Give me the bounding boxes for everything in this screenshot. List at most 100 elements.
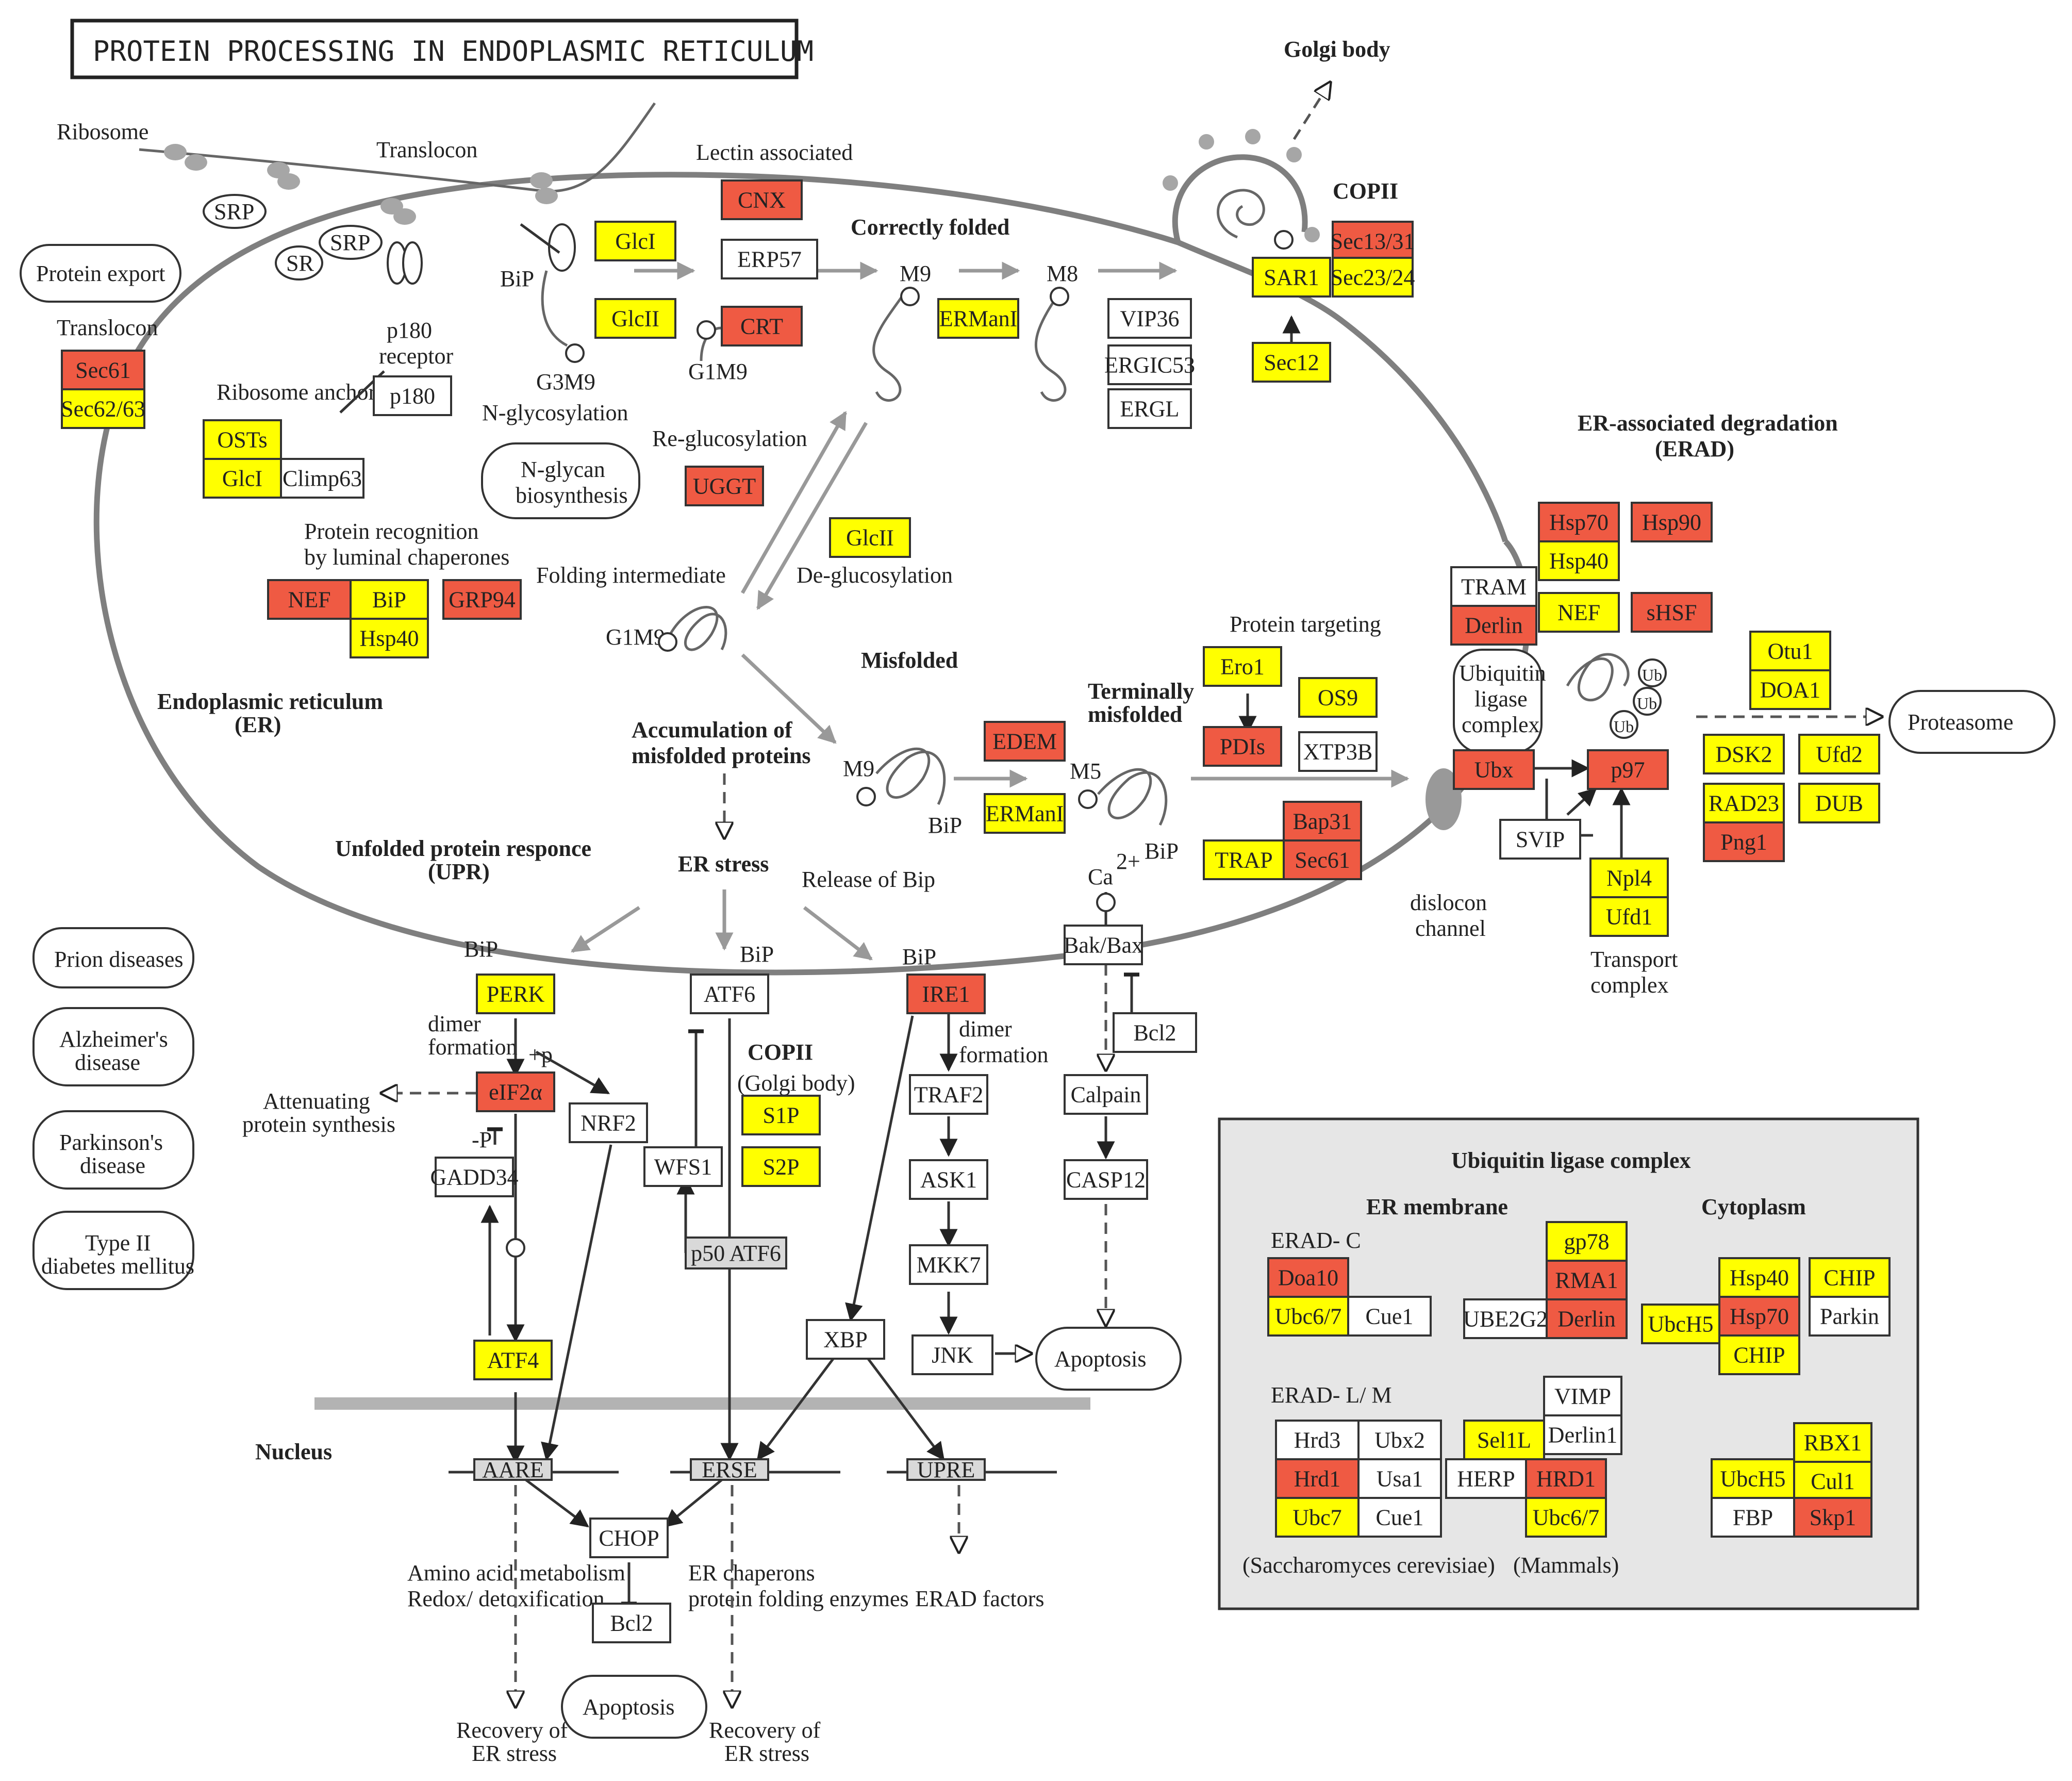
n-glycan-biosynthesis-link[interactable]: N-glycan biosynthesis <box>481 442 640 519</box>
gene-node-p50-atf6[interactable]: p50 ATF6 <box>685 1236 787 1269</box>
gene-node-crt[interactable]: CRT <box>721 306 803 347</box>
gene-node-uggt[interactable]: UGGT <box>685 466 764 506</box>
gene-node-doa10[interactable]: Doa10 <box>1267 1257 1349 1298</box>
gene-node-hsp90[interactable]: Hsp90 <box>1631 502 1713 542</box>
gene-node-calpain[interactable]: Calpain <box>1064 1074 1148 1115</box>
gene-node-shsf[interactable]: sHSF <box>1631 592 1713 633</box>
gene-node-atf6[interactable]: ATF6 <box>690 974 769 1014</box>
gene-node-sec61[interactable]: Sec61 <box>61 350 145 390</box>
gene-node-mkk7[interactable]: MKK7 <box>909 1244 988 1285</box>
gene-node-gadd34[interactable]: GADD34 <box>430 1157 519 1197</box>
gene-node-otu1[interactable]: Otu1 <box>1749 631 1831 671</box>
gene-node-p180[interactable]: p180 <box>373 375 452 416</box>
gene-node-sar1[interactable]: SAR1 <box>1252 257 1331 298</box>
apoptosis-link-1[interactable]: Apoptosis <box>1035 1327 1182 1391</box>
gene-node-grp94[interactable]: GRP94 <box>442 579 522 620</box>
gene-node-bip[interactable]: BiP <box>350 579 429 620</box>
gene-node-xbp[interactable]: XBP <box>806 1319 885 1360</box>
prion-diseases-link[interactable]: Prion diseases <box>32 927 194 988</box>
gene-node-glci[interactable]: GlcI <box>203 458 282 499</box>
gene-node-glcii[interactable]: GlcII <box>829 517 911 558</box>
gene-node-ufd1[interactable]: Ufd1 <box>1589 896 1669 937</box>
gene-node-vimp[interactable]: VIMP <box>1543 1376 1622 1416</box>
gene-node-atf4[interactable]: ATF4 <box>473 1340 553 1380</box>
gene-node-hsp40[interactable]: Hsp40 <box>350 618 429 658</box>
gene-node-svip[interactable]: SVIP <box>1499 819 1581 860</box>
gene-node-ermani[interactable]: ERManI <box>937 298 1019 339</box>
gene-node-edem[interactable]: EDEM <box>984 721 1066 762</box>
gene-node-ubc7[interactable]: Ubc7 <box>1275 1497 1360 1538</box>
gene-node-nef[interactable]: NEF <box>1538 592 1620 633</box>
gene-node-p97[interactable]: p97 <box>1587 749 1669 790</box>
type2-diabetes-link[interactable]: Type II diabetes mellitus <box>32 1211 194 1290</box>
gene-node-casp12[interactable]: CASP12 <box>1064 1159 1148 1200</box>
gene-node-dsk2[interactable]: DSK2 <box>1703 734 1785 774</box>
gene-node-cue1[interactable]: Cue1 <box>1357 1497 1442 1538</box>
gene-node-hrd1[interactable]: Hrd1 <box>1275 1458 1360 1499</box>
gene-node-erp57[interactable]: ERP57 <box>721 239 818 279</box>
gene-node-glci[interactable]: GlcI <box>594 221 676 261</box>
gene-node-ubch5[interactable]: UbcH5 <box>1641 1304 1720 1344</box>
gene-node-sec61[interactable]: Sec61 <box>1283 839 1362 880</box>
gene-node-ero1[interactable]: Ero1 <box>1203 646 1282 687</box>
gene-node-xtp3b[interactable]: XTP3B <box>1298 731 1378 772</box>
gene-node-sec62-63[interactable]: Sec62/63 <box>61 388 145 429</box>
gene-node-derlin[interactable]: Derlin <box>1546 1298 1628 1339</box>
gene-node-ermani[interactable]: ERManI <box>984 793 1066 834</box>
gene-node-hrd1[interactable]: HRD1 <box>1525 1458 1607 1499</box>
gene-node-derlin[interactable]: Derlin <box>1450 605 1537 646</box>
gene-node-rad23[interactable]: RAD23 <box>1703 783 1785 823</box>
gene-node-os9[interactable]: OS9 <box>1298 677 1378 718</box>
gene-node-dub[interactable]: DUB <box>1798 783 1880 823</box>
gene-node-png1[interactable]: Png1 <box>1703 821 1785 862</box>
alzheimers-disease-link[interactable]: Alzheimer's disease <box>32 1007 194 1086</box>
gene-node-upre[interactable]: UPRE <box>906 1457 986 1482</box>
gene-node-ergl[interactable]: ERGL <box>1107 388 1192 429</box>
gene-node-skp1[interactable]: Skp1 <box>1793 1497 1872 1538</box>
gene-node-derlin1[interactable]: Derlin1 <box>1543 1414 1622 1455</box>
gene-node-rbx1[interactable]: RBX1 <box>1793 1422 1872 1463</box>
parkinsons-disease-link[interactable]: Parkinson's disease <box>32 1110 194 1190</box>
gene-node-hsp70[interactable]: Hsp70 <box>1538 502 1620 542</box>
proteasome-link[interactable]: Proteasome <box>1888 690 2056 754</box>
gene-node-ergic53[interactable]: ERGIC53 <box>1104 344 1195 385</box>
gene-node-climp63[interactable]: Climp63 <box>280 458 364 499</box>
gene-node-bcl2[interactable]: Bcl2 <box>592 1603 671 1643</box>
gene-node-ubc6-7[interactable]: Ubc6/7 <box>1267 1296 1349 1337</box>
gene-node-hsp40[interactable]: Hsp40 <box>1538 540 1620 581</box>
gene-node-ufd2[interactable]: Ufd2 <box>1798 734 1880 774</box>
protein-export-link[interactable]: Protein export <box>20 244 181 303</box>
gene-node-cue1[interactable]: Cue1 <box>1347 1296 1432 1337</box>
gene-node-osts[interactable]: OSTs <box>203 419 282 460</box>
gene-node-gp78[interactable]: gp78 <box>1546 1221 1628 1262</box>
gene-node-chip[interactable]: CHIP <box>1809 1257 1891 1298</box>
gene-node-ubc6-7[interactable]: Ubc6/7 <box>1525 1497 1607 1538</box>
gene-node-bcl2[interactable]: Bcl2 <box>1113 1012 1197 1053</box>
gene-node-nef[interactable]: NEF <box>267 579 352 620</box>
gene-node-parkin[interactable]: Parkin <box>1809 1296 1891 1337</box>
gene-node-fbp[interactable]: FBP <box>1711 1497 1795 1538</box>
gene-node-ubx[interactable]: Ubx <box>1453 749 1535 790</box>
gene-node-doa1[interactable]: DOA1 <box>1749 669 1831 710</box>
gene-node-glcii[interactable]: GlcII <box>594 298 676 339</box>
gene-node-hsp70[interactable]: Hsp70 <box>1718 1296 1800 1337</box>
gene-node-chop[interactable]: CHOP <box>589 1518 669 1558</box>
apoptosis-link-2[interactable]: Apoptosis <box>561 1675 707 1739</box>
gene-node-ubx2[interactable]: Ubx2 <box>1357 1420 1442 1460</box>
gene-node-sel1l[interactable]: Sel1L <box>1463 1420 1545 1460</box>
gene-node-wfs1[interactable]: WFS1 <box>643 1146 723 1187</box>
gene-node-aare[interactable]: AARE <box>473 1457 553 1482</box>
gene-node-ire1[interactable]: IRE1 <box>906 974 986 1014</box>
gene-node-cnx[interactable]: CNX <box>721 179 803 220</box>
gene-node-sec23-24[interactable]: Sec23/24 <box>1331 257 1415 298</box>
gene-node-s1p[interactable]: S1P <box>741 1095 821 1135</box>
gene-node-cul1[interactable]: Cul1 <box>1793 1461 1872 1502</box>
gene-node-npl4[interactable]: Npl4 <box>1589 857 1669 898</box>
gene-node-ask1[interactable]: ASK1 <box>909 1159 988 1200</box>
gene-node-ube2g2[interactable]: UBE2G2 <box>1463 1298 1548 1339</box>
gene-node-vip36[interactable]: VIP36 <box>1107 298 1192 339</box>
gene-node-rma1[interactable]: RMA1 <box>1546 1260 1628 1300</box>
gene-node-sec12[interactable]: Sec12 <box>1252 342 1331 383</box>
gene-node-hsp40[interactable]: Hsp40 <box>1718 1257 1800 1298</box>
gene-node-erse[interactable]: ERSE <box>690 1457 769 1482</box>
